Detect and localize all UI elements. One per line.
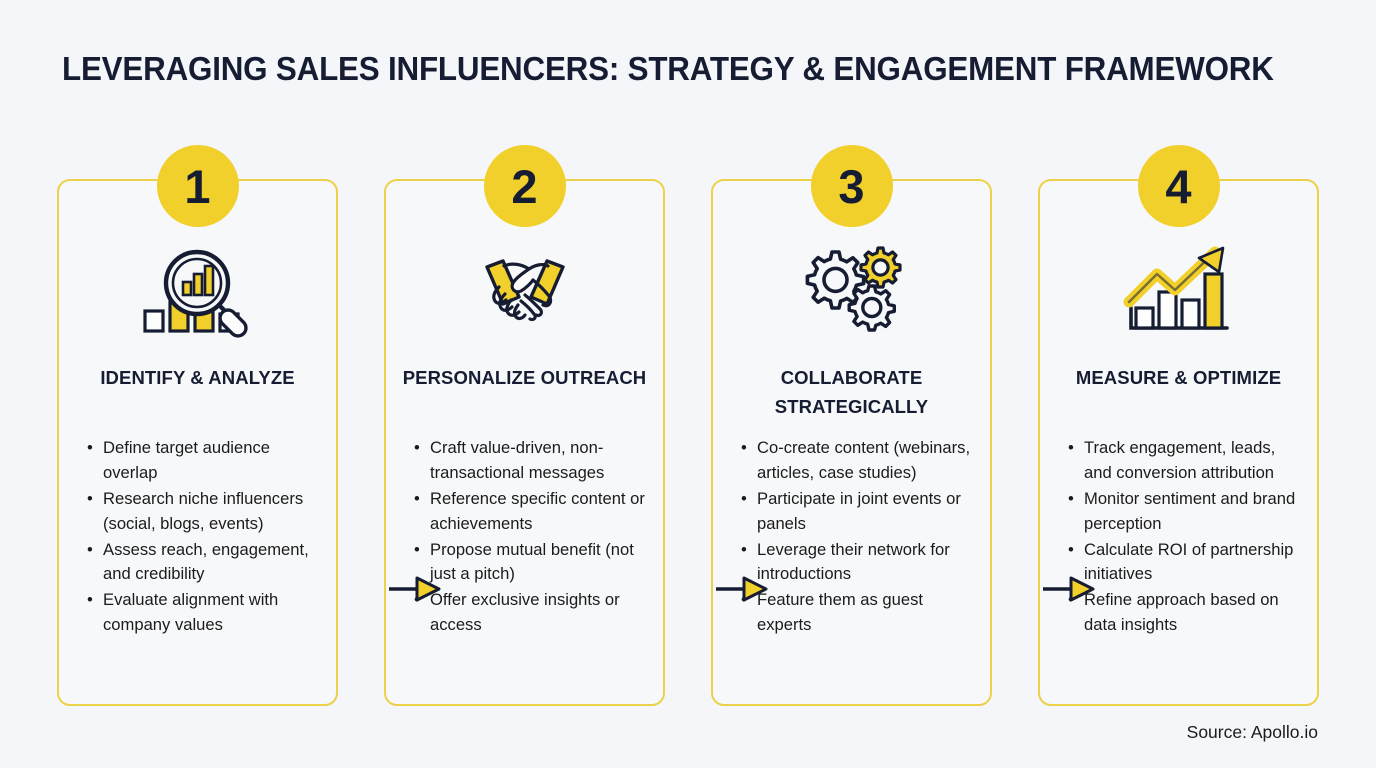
step-title-2: PERSONALIZE OUTREACH [402,367,647,388]
list-item: Assess reach, engagement, and credibilit… [86,538,326,588]
step-card-3: 3 COLLABORATE STRA [711,145,992,706]
step-bullets-3: Co-create content (webinars, articles, c… [740,436,980,639]
growth-chart-arrow-icon [1040,244,1317,340]
list-item: Propose mutual benefit (not just a pitch… [413,538,653,588]
list-item: Evaluate alignment with company values [86,588,326,638]
step-bullets-1: Define target audience overlap Research … [86,436,326,639]
steps-container: 1 IDENTIFY & ANALYZE Defin [57,145,1319,706]
list-item: Feature them as guest experts [740,588,980,638]
step-number-badge-3: 3 [810,145,893,227]
step-bullets-4: Track engagement, leads, and conversion … [1067,436,1307,639]
step-card-4: 4 MEASURE & OPTIMIZE Track engagement, l… [1038,145,1319,706]
step-bullets-2: Craft value-driven, non-transactional me… [413,436,653,639]
list-item: Craft value-driven, non-transactional me… [413,436,653,486]
list-item: Reference specific content or achievemen… [413,487,653,537]
step-title-3: COLLABORATE STRATEGICALLY [774,367,929,418]
arrow-2-to-3-icon [716,574,768,604]
list-item: Refine approach based on data insights [1067,588,1307,638]
list-item: Define target audience overlap [86,436,326,486]
gears-icon [713,244,990,340]
magnifier-bar-chart-icon [59,244,336,340]
list-item: Offer exclusive insights or access [413,588,653,638]
step-card-1: 1 IDENTIFY & ANALYZE Defin [57,145,338,706]
step-title-1: IDENTIFY & ANALYZE [100,367,295,388]
step-number-badge-1: 1 [156,145,239,227]
list-item: Leverage their network for introductions [740,538,980,588]
step-title-4: MEASURE & OPTIMIZE [1075,367,1282,388]
list-item: Monitor sentiment and brand perception [1067,487,1307,537]
arrow-1-to-2-icon [389,574,441,604]
source-attribution: Source: Apollo.io [1186,722,1318,742]
step-number-badge-4: 4 [1137,145,1220,227]
list-item: Co-create content (webinars, articles, c… [740,436,980,486]
step-card-2: 2 PERSONALIZE OUTREACH Cra [384,145,665,706]
list-item: Track engagement, leads, and conversion … [1067,436,1307,486]
list-item: Calculate ROI of partnership initiatives [1067,538,1307,588]
list-item: Participate in joint events or panels [740,487,980,537]
page-title: LEVERAGING SALES INFLUENCERS: STRATEGY &… [62,50,1274,87]
handshake-icon [386,244,663,340]
arrow-3-to-4-icon [1043,574,1095,604]
step-number-badge-2: 2 [483,145,566,227]
list-item: Research niche influencers (social, blog… [86,487,326,537]
